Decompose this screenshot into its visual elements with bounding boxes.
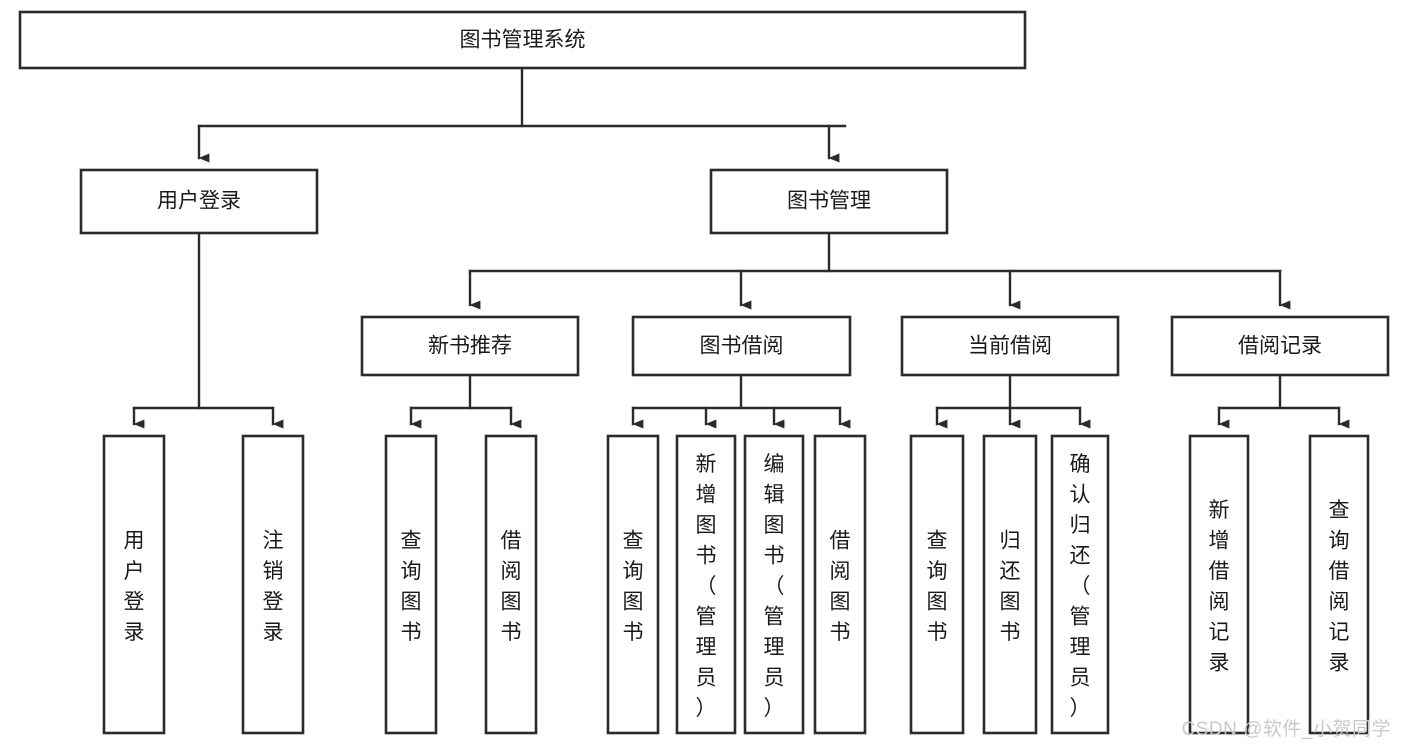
leaf-node-label-2: 注销登录 xyxy=(263,529,284,644)
node-book-management[interactable]: 图书管理 xyxy=(709,168,949,235)
leaf-node-2[interactable]: 注销登录 xyxy=(241,434,305,735)
node-book-borrow-box[interactable] xyxy=(631,315,852,377)
leaf-node-box-6[interactable] xyxy=(675,434,737,735)
leaf-node-box-7[interactable] xyxy=(743,434,805,735)
leaf-node-10[interactable]: 归还图书 xyxy=(982,434,1038,735)
leaf-node-box-12[interactable] xyxy=(1188,434,1250,735)
leaf-node-label-4: 借阅图书 xyxy=(501,529,522,644)
connector-group-new-book-rec-to-leaves xyxy=(409,373,522,429)
connector-group-current-borrow-to-leaves xyxy=(935,373,1091,429)
node-user-login-box[interactable] xyxy=(79,168,319,235)
leaf-node-13[interactable]: 查询借阅记录 xyxy=(1308,434,1370,735)
node-borrow-record-box[interactable] xyxy=(1170,315,1390,377)
leaf-node-8[interactable]: 借阅图书 xyxy=(813,434,867,735)
leaf-node-layer: 用户登录 注销登录 查询图书 借阅图书 查询图书 新增图书（管理员） 编辑图书（管理员） 借阅… xyxy=(102,434,1370,735)
node-root-box[interactable] xyxy=(18,10,1027,70)
connector-group-book-borrow-to-leaves xyxy=(631,373,851,429)
connector-group-root-to-level2 xyxy=(197,66,847,163)
leaf-node-box-3[interactable] xyxy=(384,434,438,735)
leaf-node-box-5[interactable] xyxy=(606,434,660,735)
leaf-node-label-13: 查询借阅记录 xyxy=(1329,499,1350,675)
leaf-node-11[interactable]: 确认归还（管理员） xyxy=(1050,434,1110,735)
leaf-node-7[interactable]: 编辑图书（管理员） xyxy=(743,434,805,735)
node-current-borrow[interactable]: 当前借阅 xyxy=(900,315,1120,377)
leaf-node-label-5: 查询图书 xyxy=(623,529,644,644)
node-new-book-recommend[interactable]: 新书推荐 xyxy=(360,315,580,377)
leaf-node-label-9: 查询图书 xyxy=(927,529,948,644)
connector-group-borrow-record-to-leaves xyxy=(1217,373,1350,429)
node-borrow-record-label: 借阅记录 xyxy=(1238,335,1322,358)
leaf-node-box-2[interactable] xyxy=(241,434,305,735)
node-current-borrow-box[interactable] xyxy=(900,315,1120,377)
leaf-node-box-4[interactable] xyxy=(484,434,538,735)
leaf-node-3[interactable]: 查询图书 xyxy=(384,434,438,735)
leaf-node-label-8: 借阅图书 xyxy=(830,529,851,644)
leaf-node-box-8[interactable] xyxy=(813,434,867,735)
node-user-login-label: 用户登录 xyxy=(157,190,241,213)
connector-group-book-mgmt-to-level3 xyxy=(468,231,1291,310)
leaf-node-box-1[interactable] xyxy=(102,434,166,735)
node-current-borrow-label: 当前借阅 xyxy=(968,335,1052,358)
node-user-login[interactable]: 用户登录 xyxy=(79,168,319,235)
leaf-node-box-13[interactable] xyxy=(1308,434,1370,735)
leaf-node-6[interactable]: 新增图书（管理员） xyxy=(675,434,737,735)
node-new-book-recommend-box[interactable] xyxy=(360,315,580,377)
leaf-node-box-10[interactable] xyxy=(982,434,1038,735)
node-borrow-record[interactable]: 借阅记录 xyxy=(1170,315,1390,377)
leaf-node-box-11[interactable] xyxy=(1050,434,1110,735)
node-book-borrow-label: 图书借阅 xyxy=(700,335,784,358)
leaf-node-12[interactable]: 新增借阅记录 xyxy=(1188,434,1250,735)
node-book-borrow[interactable]: 图书借阅 xyxy=(631,315,852,377)
leaf-node-label-6: 新增图书（管理员） xyxy=(696,453,717,720)
leaf-node-label-11: 确认归还（管理员） xyxy=(1070,453,1091,720)
leaf-node-1[interactable]: 用户登录 xyxy=(102,434,166,735)
leaf-node-label-3: 查询图书 xyxy=(401,529,422,644)
node-book-management-label: 图书管理 xyxy=(787,190,871,213)
node-book-management-box[interactable] xyxy=(709,168,949,235)
node-root-label: 图书管理系统 xyxy=(460,29,586,52)
leaf-node-5[interactable]: 查询图书 xyxy=(606,434,660,735)
leaf-node-label-10: 归还图书 xyxy=(1000,529,1021,644)
connector-group-user-login-to-leaves xyxy=(132,231,284,429)
leaf-node-label-1: 用户登录 xyxy=(124,529,145,644)
node-root[interactable]: 图书管理系统 xyxy=(18,10,1027,70)
leaf-node-9[interactable]: 查询图书 xyxy=(909,434,965,735)
leaf-node-box-9[interactable] xyxy=(909,434,965,735)
node-new-book-recommend-label: 新书推荐 xyxy=(428,335,512,358)
leaf-node-label-12: 新增借阅记录 xyxy=(1209,499,1230,675)
leaf-node-4[interactable]: 借阅图书 xyxy=(484,434,538,735)
leaf-node-label-7: 编辑图书（管理员） xyxy=(764,453,785,720)
